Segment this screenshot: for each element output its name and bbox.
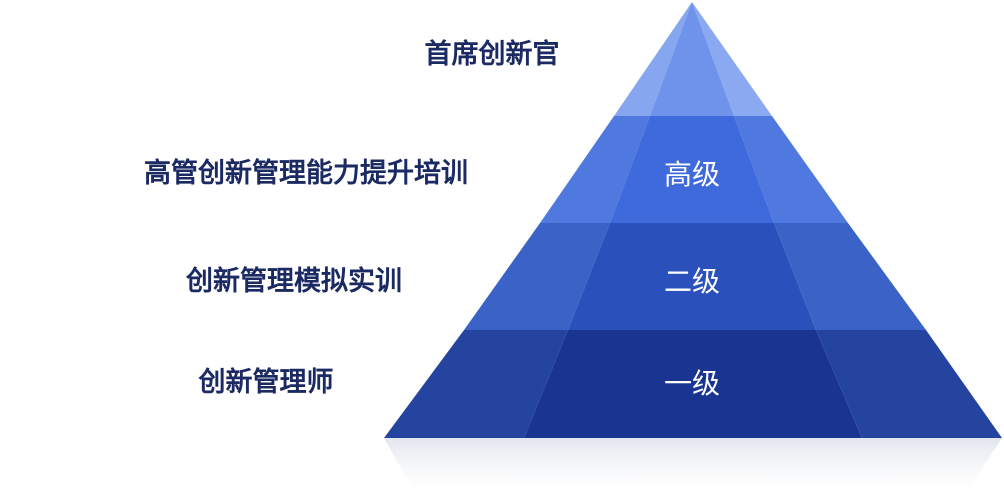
tier-1-center-face [650, 2, 734, 116]
tier-4-title: 创新管理师 [198, 366, 334, 398]
tier-4-level: 一级 [664, 367, 720, 400]
tier-1-right-face [692, 2, 772, 116]
tier-3-left-face [464, 223, 610, 330]
tier-4-center-face [524, 330, 862, 438]
pyramid-tier-3 [464, 223, 926, 330]
pyramid-tier-4 [384, 330, 1002, 438]
pyramid-tier-1 [614, 2, 772, 116]
tier-1-title: 首席创新官 [425, 38, 560, 70]
tier-3-title: 创新管理模拟实训 [185, 265, 402, 297]
tier-3-right-face [774, 223, 926, 330]
tier-1-left-face [614, 2, 692, 116]
tier-3-level: 二级 [664, 265, 720, 298]
pyramid-tier-2 [540, 116, 848, 223]
tier-2-right-face [734, 116, 848, 223]
tier-2-center-face [610, 116, 774, 223]
tier-2-left-face [540, 116, 650, 223]
rule-lines [0, 114, 614, 439]
tier-4-right-face [816, 330, 1002, 438]
pyramid-reflection [384, 438, 1002, 502]
tier-2-title: 高管创新管理能力提升培训 [144, 157, 468, 189]
tier-4-left-face [384, 330, 568, 438]
tier-2-level: 高级 [664, 158, 720, 191]
tier-3-center-face [568, 223, 816, 330]
